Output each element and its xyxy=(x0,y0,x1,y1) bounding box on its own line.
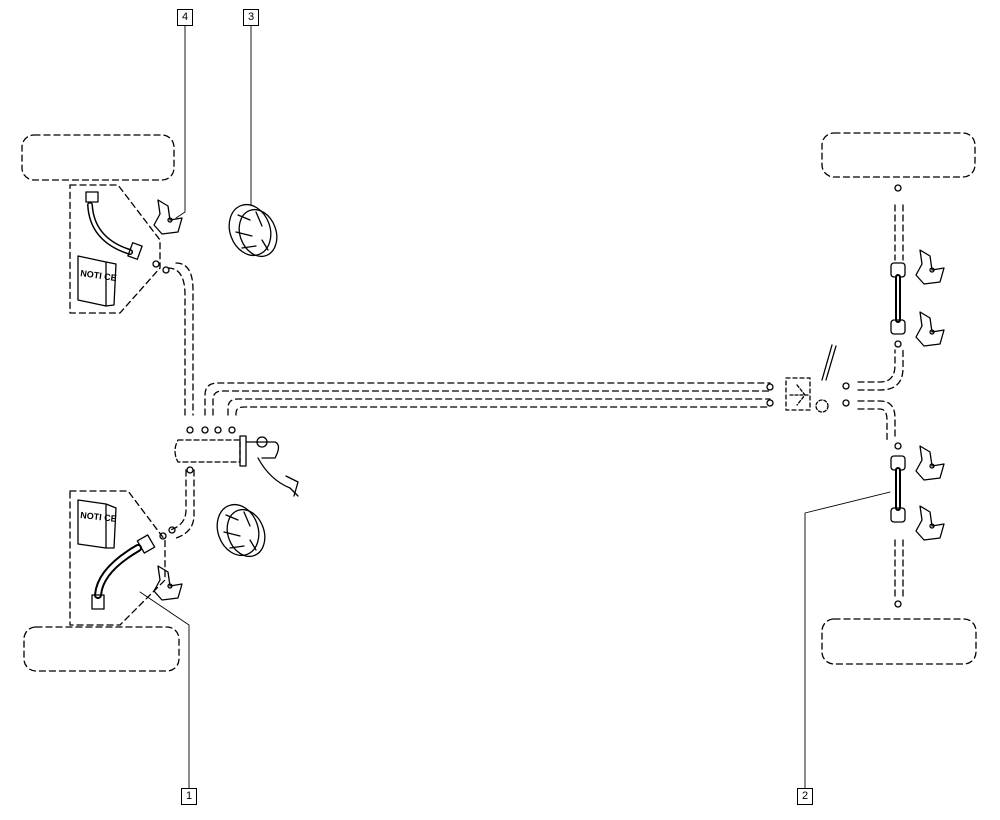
wheel-rear-right xyxy=(821,618,977,665)
rear-left-hose xyxy=(91,526,176,610)
detail-box-top xyxy=(69,184,161,314)
leader-line-4 xyxy=(175,25,186,219)
clip-right-2 xyxy=(915,311,945,347)
left-vertical-pipe xyxy=(167,262,194,416)
callout-2: 2 xyxy=(797,788,813,805)
grommet-top xyxy=(228,203,278,258)
main-horizontal-pipes xyxy=(204,382,771,416)
leader-line-2 xyxy=(804,491,891,789)
rear-right-hose xyxy=(890,442,906,608)
notice-label-bottom: NOTI CE xyxy=(80,510,117,524)
wheel-rear-left xyxy=(23,626,180,672)
callout-3: 3 xyxy=(243,9,259,26)
wheel-front-left xyxy=(21,134,175,181)
callout-4: 4 xyxy=(177,9,193,26)
master-cylinder xyxy=(174,426,299,497)
front-left-hose xyxy=(85,191,170,274)
wheel-front-right xyxy=(821,132,976,178)
clip-right-3 xyxy=(915,445,945,481)
detail-box-bottom xyxy=(69,490,166,626)
notice-booklet-top xyxy=(77,255,117,307)
callout-1: 1 xyxy=(181,788,197,805)
left-lower-pipe xyxy=(169,469,195,539)
clip-left-bottom xyxy=(153,565,183,601)
notice-booklet-bottom xyxy=(77,499,117,549)
front-right-hose xyxy=(890,184,906,348)
clip-right-4 xyxy=(915,505,945,541)
clip-left-top xyxy=(153,199,183,235)
grommet-bottom xyxy=(216,503,266,558)
right-pipes xyxy=(857,204,904,601)
leader-line-1 xyxy=(139,591,190,789)
notice-label-top: NOTI CE xyxy=(80,268,118,283)
right-junction-block xyxy=(766,344,850,413)
clip-right-1 xyxy=(915,249,945,285)
